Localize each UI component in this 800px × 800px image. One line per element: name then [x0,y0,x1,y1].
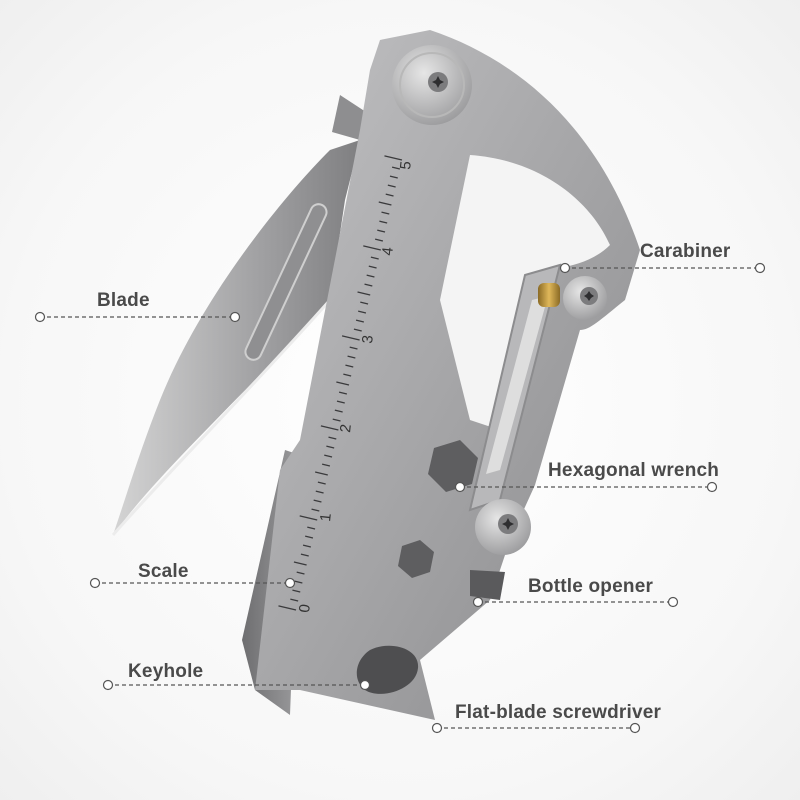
blade-spine [332,95,366,140]
ruler-tick [358,310,367,314]
ruler-tick [294,580,303,584]
ruler-number: 3 [359,334,377,344]
keyhole-slot [356,645,419,694]
ruler-tick [391,166,401,170]
ruler-tick [379,220,388,224]
ruler-tick [307,526,316,530]
ruler-tick [338,391,348,395]
ruler-tick [311,508,320,512]
leader-bottle-opener [472,596,679,608]
ruler-tick [324,454,333,458]
callout-carabiner: Carabiner [640,241,731,262]
leader-blade [34,311,241,323]
gate-slot [486,296,548,474]
ruler-tick [377,229,386,233]
ruler-tick [299,515,318,521]
scale-ruler [278,155,403,611]
callout-bottle-opener: Bottle opener [528,576,654,597]
ruler-tick [341,335,360,341]
ruler-tick [389,175,398,179]
ruler-tick [349,346,358,350]
torx-screw-icon [498,514,518,534]
ruler-tick [314,471,328,476]
torx-screw-icon [428,72,448,92]
ruler-tick [345,364,354,368]
ruler-tick [374,238,384,242]
ruler-tick [347,355,356,359]
ruler-tick [315,490,324,494]
callout-keyhole: Keyhole [128,661,204,682]
callout-blade: Blade [97,290,150,311]
ruler-number: 1 [317,512,335,522]
ruler-tick [326,445,335,449]
ruler-tick [290,598,299,602]
callout-scale: Scale [138,561,189,582]
ruler-number: 4 [379,246,397,256]
ruler-tick [387,184,396,188]
callout-screwdriver: Flat-blade screwdriver [455,702,662,723]
ruler-tick [343,373,352,377]
ruler-tick [302,544,311,548]
blade-slot [244,203,328,361]
torx-screw-icon [580,287,598,305]
ruler-tick [293,561,307,566]
ruler-tick [378,201,392,206]
blade-edge-highlight [111,299,332,536]
ruler-tick [320,425,339,431]
ruler-tick [370,256,379,260]
ruler-number: 2 [337,423,355,433]
leader-screwdriver [431,722,641,734]
ruler-tick [368,265,377,269]
ruler-tick [278,605,297,611]
ruler-tick [305,535,314,539]
brass-pin [538,283,560,307]
ruler-tick [381,211,390,215]
callout-hex-wrench: Hexagonal wrench [548,460,720,481]
ruler-tick [366,274,375,278]
ruler-tick [336,400,345,404]
bottle-opener-notch [470,570,505,600]
ruler-tick [360,301,369,305]
ruler-tick [328,436,337,440]
ruler-tick [355,319,364,323]
ruler-tick [353,328,362,332]
ruler-tick [332,418,341,422]
leader-hex-wrench [454,481,718,493]
hex-hole-icon [428,440,478,492]
main-body [255,30,640,720]
pivot-disc-ring [399,52,465,118]
ruler-tick [364,283,373,287]
leader-scale [89,577,296,589]
ruler-tick [334,409,343,413]
ruler-tick [317,481,326,485]
ruler-tick [363,245,381,251]
ruler-tick [300,553,309,557]
ruler-number: 5 [397,160,415,170]
ruler-tick [292,589,301,593]
ruler-tick [313,499,322,503]
ruler-tick [384,155,403,161]
ruler-tick [296,571,305,575]
ruler-tick [385,193,394,197]
ruler-tick [336,381,350,386]
ruler-tick [357,291,371,296]
ruler-number: 0 [296,603,314,613]
ruler-tick [321,463,331,467]
leader-keyhole [102,679,371,691]
leader-carabiner [559,262,766,274]
hex-hole-icon [398,540,434,578]
